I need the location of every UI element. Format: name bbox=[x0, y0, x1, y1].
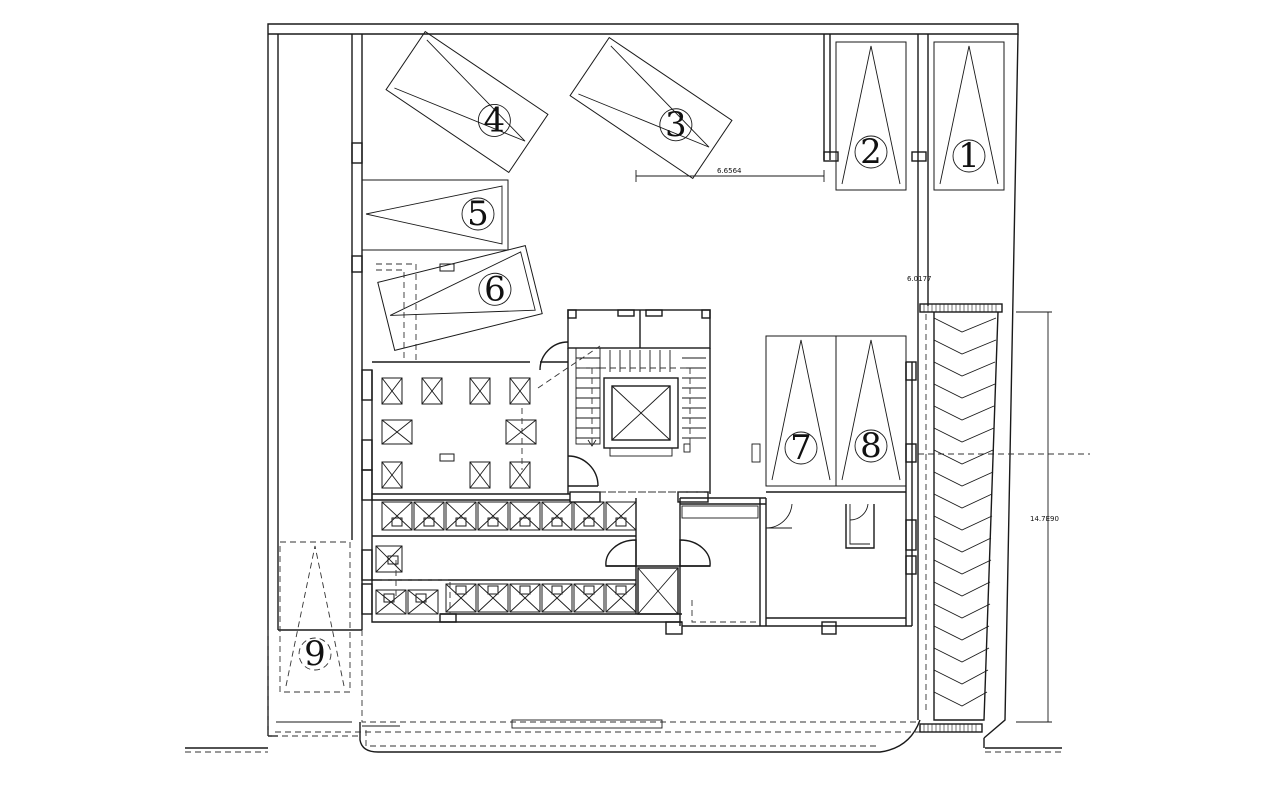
dashed-lines bbox=[376, 263, 1090, 712]
corridor-lockers-top bbox=[381, 501, 637, 531]
parking-space-number: 3 bbox=[665, 105, 687, 145]
parking-space-number: 4 bbox=[484, 100, 506, 140]
dimension-label: 6.6564 bbox=[717, 167, 742, 175]
elevator-shaft bbox=[611, 385, 671, 441]
parking-space-6: 6 bbox=[377, 245, 543, 351]
parking-space-1: 1 bbox=[933, 41, 1005, 191]
building-outline bbox=[185, 23, 1062, 753]
dimension-top: 6.6564 bbox=[635, 167, 825, 182]
dimension-label: 14.7E90 bbox=[1030, 515, 1059, 523]
parking-space-number: 2 bbox=[860, 132, 882, 172]
parking-space-number: 8 bbox=[860, 426, 882, 466]
parking-space-9: 9 bbox=[279, 541, 351, 693]
ramp bbox=[919, 303, 1003, 733]
ramp-chevrons bbox=[933, 317, 997, 707]
upper-lockers bbox=[381, 263, 537, 489]
dimension-label: 6.0177 bbox=[907, 275, 932, 283]
parking-space-4: 4 bbox=[385, 30, 549, 174]
parking-space-7: 7 bbox=[765, 335, 837, 487]
parking-space-3: 3 bbox=[569, 36, 733, 180]
interior-walls bbox=[361, 361, 917, 635]
parking-space-number: 7 bbox=[790, 428, 812, 468]
parking-space-5: 5 bbox=[361, 179, 509, 251]
stair-treads bbox=[576, 350, 706, 439]
parking-bays: 1 2 3 4 5 bbox=[279, 30, 1005, 693]
parking-space-number: 6 bbox=[484, 269, 506, 309]
stair-core bbox=[539, 309, 759, 615]
storage-units bbox=[375, 263, 637, 615]
parking-space-number: 1 bbox=[958, 136, 980, 176]
parking-space-number: 5 bbox=[467, 194, 489, 234]
site-boundary bbox=[267, 630, 921, 753]
corridor-lockers-bottom bbox=[375, 545, 637, 615]
parking-space-2: 2 bbox=[835, 41, 907, 191]
dimension-ramp: 14.7E90 bbox=[1016, 311, 1059, 723]
parking-space-8: 8 bbox=[835, 335, 907, 487]
dimension-right-gap: 6.0177 bbox=[907, 275, 932, 283]
parking-space-number: 9 bbox=[304, 634, 326, 674]
